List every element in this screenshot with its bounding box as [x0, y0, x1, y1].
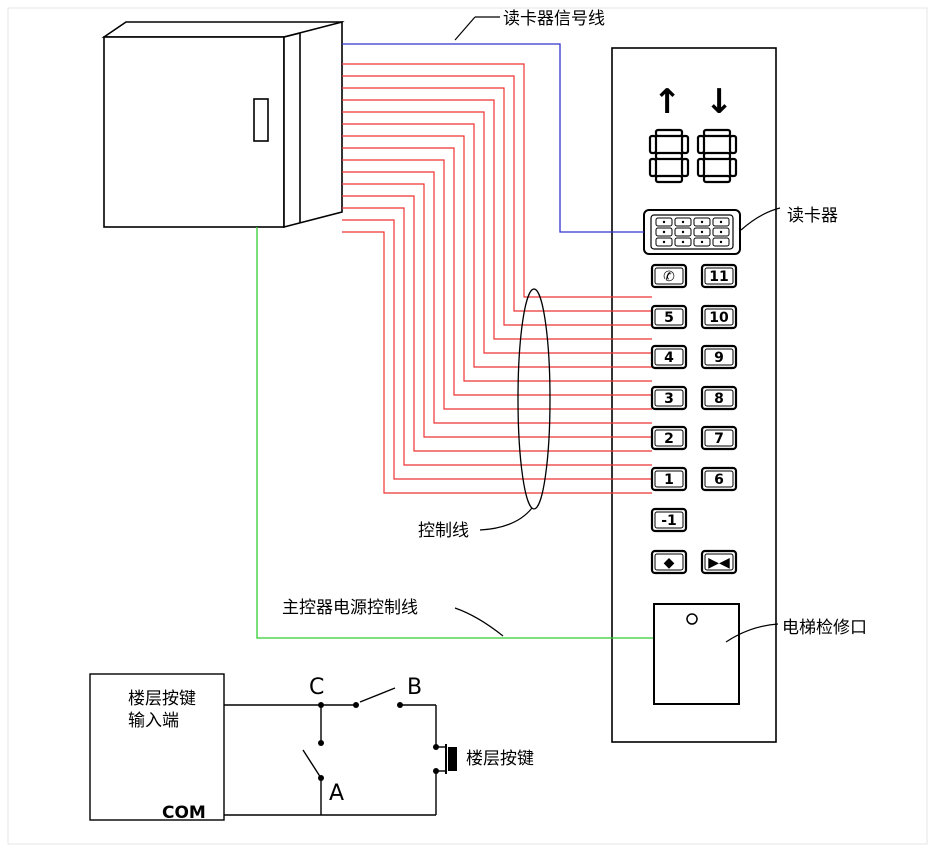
- button-label: 11: [709, 269, 728, 285]
- card-reader-device: [643, 209, 741, 255]
- circuit-nodes: [318, 702, 439, 781]
- button-label: 8: [714, 391, 724, 407]
- floor-button-1[interactable]: 1: [650, 466, 688, 492]
- button-label: 5: [664, 310, 674, 326]
- floor-button-3[interactable]: 3: [650, 385, 688, 411]
- floor-button-4[interactable]: 4: [650, 344, 688, 370]
- floor-key-label: 楼层按键: [466, 749, 534, 769]
- floor-key-input-label-1: 楼层按键: [128, 689, 196, 709]
- button-label: 3: [664, 391, 674, 407]
- cabinet-handle: [253, 98, 269, 142]
- elevator-maintenance-port: [653, 603, 740, 705]
- controller-cabinet: [101, 20, 345, 229]
- floor-key-input-label-2: 输入端: [128, 711, 179, 731]
- floor-button-7[interactable]: 7: [700, 425, 738, 451]
- floor-button-6[interactable]: 6: [700, 466, 738, 492]
- button-label: 9: [714, 350, 724, 366]
- card-reader-label: 读卡器: [787, 206, 838, 226]
- floor-key-circuit: [89, 673, 437, 821]
- node-c-label: C: [309, 675, 324, 700]
- floor-button-9[interactable]: 9: [700, 344, 738, 370]
- door-close-icon: ▶◀: [708, 555, 730, 571]
- floor-button-5[interactable]: 5: [650, 304, 688, 330]
- phone-button[interactable]: ✆: [650, 263, 688, 289]
- cabinet-side: [283, 20, 343, 229]
- button-label: 10: [709, 310, 729, 326]
- phone-icon: ✆: [663, 269, 675, 285]
- button-label: 1: [664, 472, 674, 488]
- main-power-control-line: [256, 227, 654, 639]
- card-reader-keys: [655, 217, 730, 247]
- reader-signal-line-label: 读卡器信号线: [503, 9, 605, 29]
- floor-button-10[interactable]: 10: [700, 304, 738, 330]
- floor-button--1[interactable]: -1: [650, 507, 688, 533]
- floor-button-2[interactable]: 2: [650, 425, 688, 451]
- maintenance-port-label: 电梯检修口: [782, 618, 867, 638]
- floor-key-input-box: [89, 673, 225, 821]
- node-b-label: B: [407, 675, 422, 700]
- floor-button-8[interactable]: 8: [700, 385, 738, 411]
- panel-buttons: ✆ 5 4 3 2 1 -1 ◆ 11 10 9 8 7 6 ▶◀: [650, 263, 738, 575]
- node-a-label: A: [329, 781, 344, 806]
- door-close-button[interactable]: ▶◀: [700, 549, 738, 575]
- button-label: 6: [714, 472, 724, 488]
- main-power-control-line-label: 主控器电源控制线: [282, 598, 418, 618]
- reader-signal-line: [342, 43, 644, 233]
- control-lines-label: 控制线: [418, 521, 469, 541]
- button-label: -1: [661, 513, 677, 529]
- down-arrow-icon: ↓: [705, 82, 734, 122]
- floor-display-88: [648, 128, 738, 184]
- cabinet-door-edge-2: [283, 32, 301, 38]
- button-label: 7: [714, 431, 724, 447]
- diagram-frame: [7, 7, 928, 845]
- com-label: COM: [162, 803, 206, 823]
- button-label: 4: [664, 350, 674, 366]
- floor-button-11[interactable]: 11: [700, 263, 738, 289]
- maintenance-port-lock: [686, 613, 698, 625]
- floor-key-pushbutton-icon: [436, 744, 457, 774]
- control-lines: [342, 63, 652, 494]
- door-open-button[interactable]: ◆: [650, 549, 688, 575]
- button-label: 2: [664, 431, 674, 447]
- up-arrow-icon: ↑: [653, 82, 682, 122]
- door-open-icon: ◆: [664, 555, 675, 571]
- control-line-bundle: [517, 288, 551, 510]
